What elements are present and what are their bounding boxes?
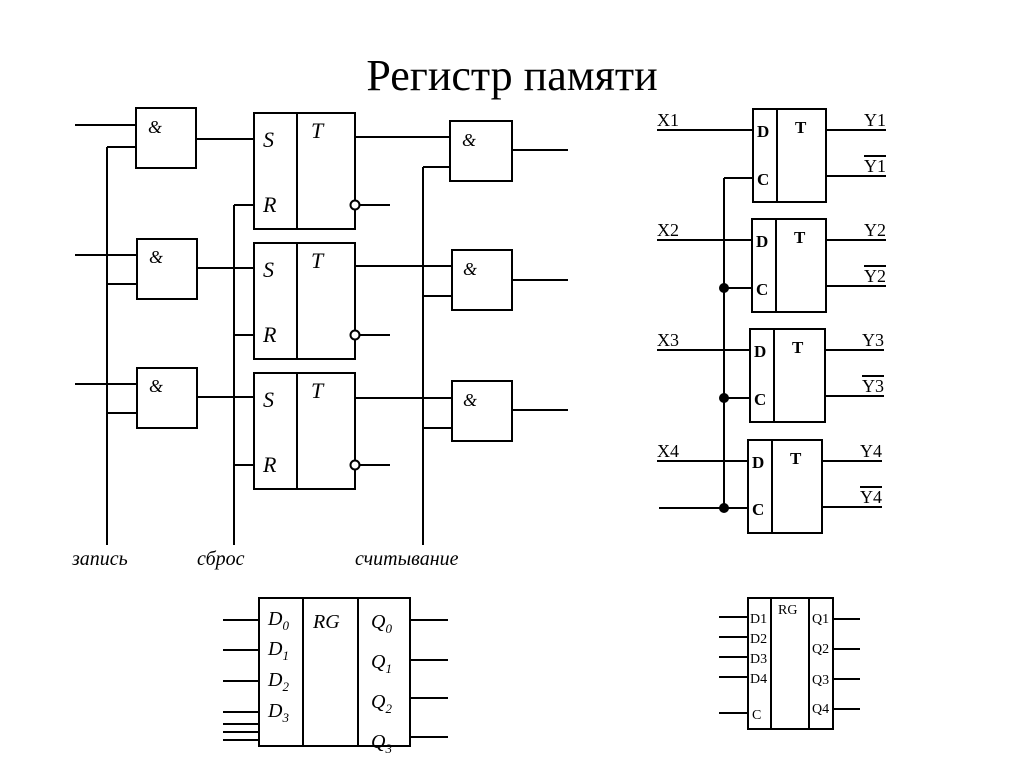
pin-r-label: R: [262, 452, 277, 477]
rs-trigger: [253, 242, 356, 360]
inverted-output-bubble: [349, 459, 361, 471]
and-gate-symbol: &: [149, 376, 163, 396]
write-label: запись: [71, 548, 128, 570]
pin-c-label: C: [757, 170, 769, 189]
trigger-t-label: T: [795, 118, 807, 137]
rg-input-label: D3: [267, 700, 289, 725]
pin-d-label: D: [757, 122, 769, 141]
and-gate-symbol: &: [463, 390, 477, 410]
output-not-y-label: Y4: [860, 487, 882, 507]
pin-s-label: S: [263, 127, 274, 152]
rg-box: [258, 597, 411, 747]
rs-register-diagram: & S R T & & S R T: [71, 107, 568, 570]
rg-block-large: RG D0 D1 D2 D3 Q0 Q1 Q2 Q3: [223, 597, 448, 756]
rg-output-label: Q2: [812, 642, 829, 657]
input-x-label: X3: [657, 330, 679, 350]
trigger-t-label: T: [311, 248, 325, 273]
rg-output-label: Q1: [812, 612, 829, 627]
d-trigger-row-4: X4 D C T Y4 Y4: [657, 439, 882, 534]
rg-input-label: D2: [267, 669, 289, 694]
trigger-t-label: T: [311, 378, 325, 403]
rg-output-label: Q2: [371, 691, 392, 716]
rg-output-label: Q4: [812, 702, 829, 717]
trigger-t-label: T: [794, 228, 806, 247]
pin-d-label: D: [756, 232, 768, 251]
rs-row-1: & S R T &: [75, 107, 568, 230]
rs-row-3: & S R T &: [75, 367, 568, 490]
read-label: считывание: [355, 548, 459, 570]
trigger-t-label: T: [790, 449, 802, 468]
rg-label: RG: [312, 611, 340, 633]
rs-trigger: [253, 372, 356, 490]
rg-output-label: Q0: [371, 611, 392, 636]
output-not-y-label: Y3: [862, 376, 884, 396]
rs-row-2: & S R T &: [75, 238, 568, 360]
rg-output-label: Q3: [812, 673, 829, 688]
rg-output-label: Q3: [371, 731, 392, 756]
trigger-t-label: T: [792, 338, 804, 357]
input-x-label: X4: [657, 441, 679, 461]
rg-input-label: D1: [267, 638, 289, 663]
pin-s-label: S: [263, 257, 274, 282]
and-gate: [136, 367, 198, 429]
and-gate: [135, 107, 197, 169]
and-gate-symbol: &: [462, 130, 476, 150]
rg-box: [747, 597, 834, 730]
output-not-y-label: Y1: [864, 156, 886, 176]
d-trigger-row-2: X2 D C T Y2 Y2: [657, 218, 886, 313]
rg-input-label: D4: [750, 672, 767, 687]
d-trigger-row-3: X3 D C T Y3 Y3: [657, 328, 884, 423]
pin-d-label: D: [754, 342, 766, 361]
output-y-label: Y4: [860, 441, 882, 461]
rs-trigger: [253, 112, 356, 230]
inverted-output-bubble: [349, 329, 361, 341]
rg-input-label: D3: [750, 652, 767, 667]
pin-c-label: C: [756, 280, 768, 299]
and-gate: [451, 380, 513, 442]
and-gate-symbol: &: [148, 117, 162, 137]
trigger-t-label: T: [311, 118, 325, 143]
and-gate: [136, 238, 198, 300]
pin-r-label: R: [262, 322, 277, 347]
pin-s-label: S: [263, 387, 274, 412]
d-register-diagram: X1 D C T Y1 Y1 X2 D C T Y2: [657, 108, 886, 534]
rg-input-label: C: [752, 708, 761, 723]
output-y-label: Y3: [862, 330, 884, 350]
reset-label: сброс: [197, 548, 245, 570]
pin-r-label: R: [262, 192, 277, 217]
output-y-label: Y1: [864, 110, 886, 130]
rg-block-small: RG D1 D2 D3 D4 C Q1 Q2 Q3 Q4: [719, 597, 860, 730]
rg-output-label: Q1: [371, 651, 392, 676]
and-gate: [449, 120, 513, 182]
d-trigger-row-1: X1 D C T Y1 Y1: [657, 108, 886, 203]
rg-input-label: D1: [750, 612, 767, 627]
output-y-label: Y2: [864, 220, 886, 240]
d-trigger: [749, 328, 826, 423]
input-x-label: X2: [657, 220, 679, 240]
d-trigger: [747, 439, 823, 534]
pin-c-label: C: [752, 500, 764, 519]
rg-label: RG: [778, 603, 797, 618]
and-gate-symbol: &: [463, 259, 477, 279]
and-gate-symbol: &: [149, 247, 163, 267]
pin-d-label: D: [752, 453, 764, 472]
d-trigger: [752, 108, 827, 203]
page-title: Регистр памяти: [366, 51, 657, 100]
pin-c-label: C: [754, 390, 766, 409]
output-not-y-label: Y2: [864, 266, 886, 286]
rg-input-label: D0: [267, 608, 289, 633]
junction-dot: [719, 503, 729, 513]
input-x-label: X1: [657, 110, 679, 130]
inverted-output-bubble: [349, 199, 361, 211]
and-gate: [451, 249, 513, 311]
rg-input-label: D2: [750, 632, 767, 647]
d-trigger: [751, 218, 827, 313]
